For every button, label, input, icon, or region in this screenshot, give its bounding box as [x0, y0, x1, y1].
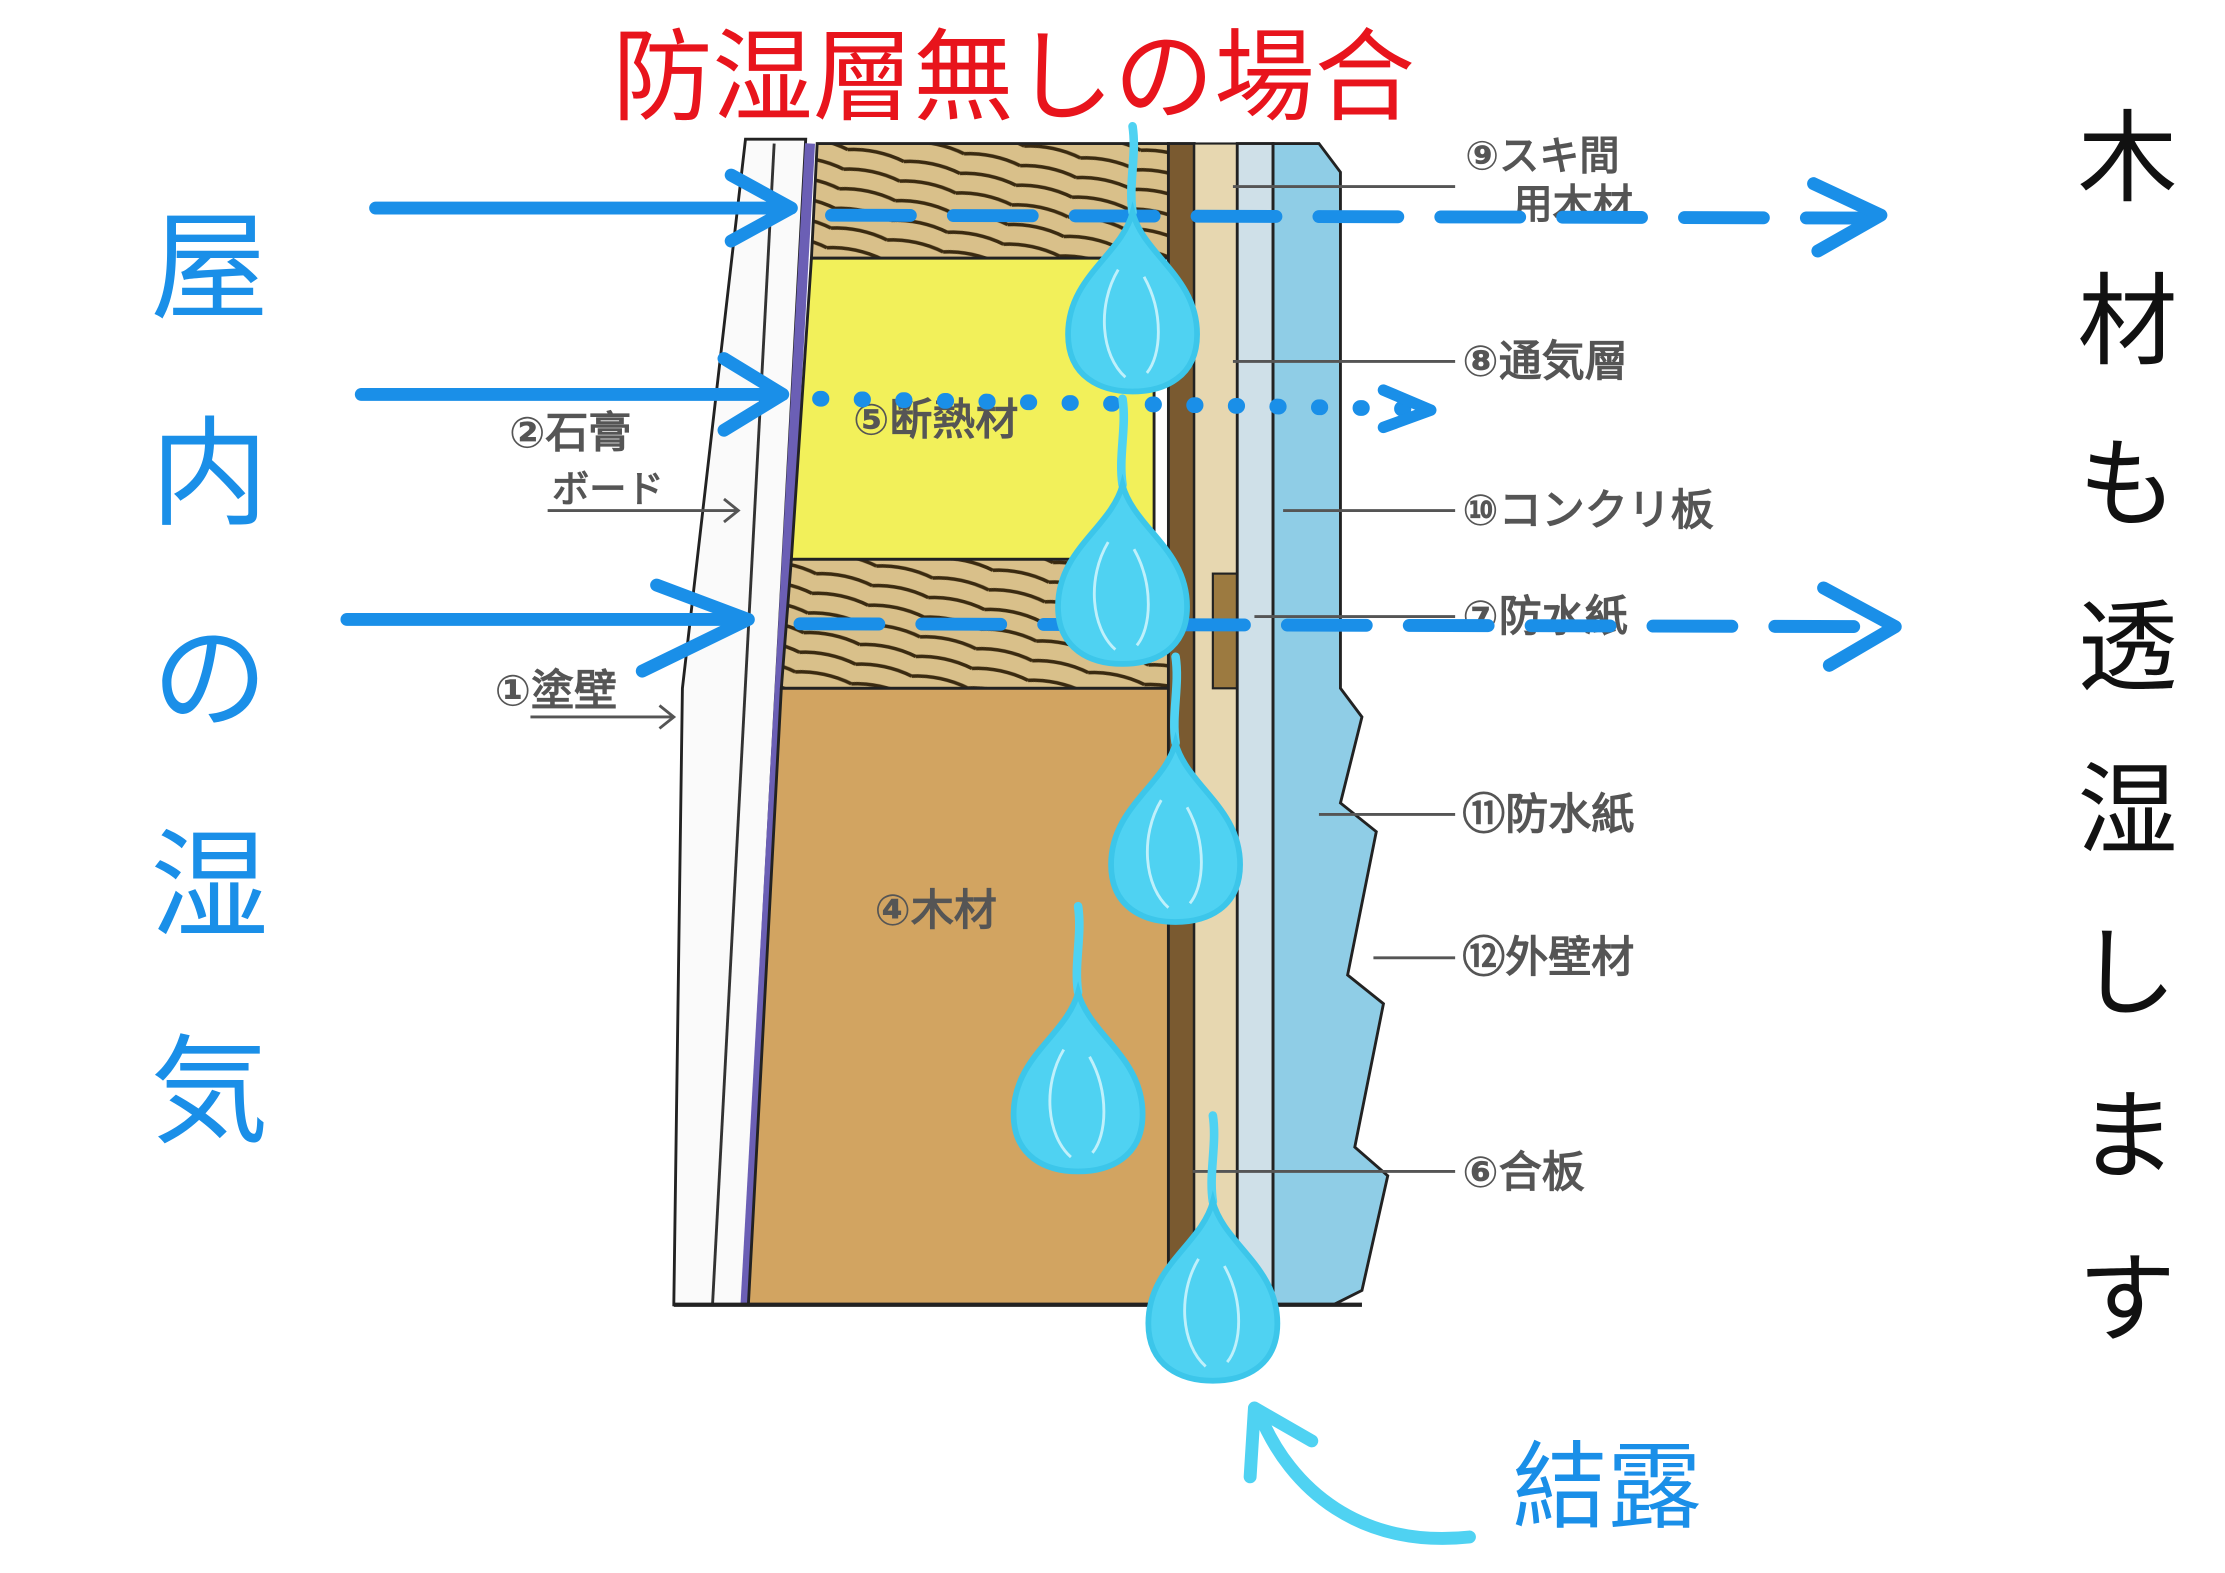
vapor-dotted-arrowhead-middle	[1377, 384, 1437, 434]
label-waterproof-paper-7: ⑦防水紙	[1462, 592, 1627, 642]
diagram-title: 防湿層無しの場合	[612, 19, 1415, 136]
label-plywood: ⑥合板	[1462, 1148, 1584, 1198]
label-exterior-wall: ⑫外壁材	[1462, 933, 1634, 983]
leader-lines	[530, 185, 1456, 1173]
exterior-siding	[1271, 142, 1390, 1307]
vapor-line-purple	[740, 143, 816, 1306]
label-plaster: ①塗壁	[495, 666, 617, 716]
wood-stud	[746, 686, 1170, 1307]
vapor-dashed-arrowhead-top	[1807, 177, 1888, 258]
label-gypsum-board: ボード	[552, 467, 664, 511]
layer-labels: ②石膏 ボード ①塗壁 ⑤断熱材 ④木材 ⑨スキ間 用木材 ⑧通気層 ⑩コンクリ…	[495, 133, 1714, 1198]
indoor-moisture-label: 屋内の湿気	[130, 205, 268, 1235]
gypsum-line	[711, 143, 776, 1305]
vapor-dashed-arrow-bottom	[793, 617, 1885, 634]
label-gypsum: ②石膏	[509, 408, 631, 458]
moisture-arrow-3	[340, 578, 755, 678]
label-concrete-board: ⑩コンクリ板	[1462, 486, 1713, 536]
vapor-dashed-arrow-top	[825, 208, 1871, 225]
moisture-arrow-2	[354, 352, 790, 437]
condensation-curved-arrow	[1243, 1401, 1476, 1545]
label-wood: ④木材	[875, 886, 997, 936]
label-waterproof-paper-11: ⑪防水紙	[1462, 790, 1634, 840]
concrete-board	[1235, 142, 1275, 1307]
wood-permeable-label: 木材も透湿します	[2060, 105, 2177, 1409]
label-spacer-top: ⑨スキ間	[1465, 133, 1619, 179]
label-air-layer: ⑧通気層	[1462, 337, 1627, 387]
vapor-dotted-arrow-middle	[812, 390, 1413, 417]
vapor-dashed-arrowhead-bottom	[1817, 581, 1902, 672]
moisture-arrow-1	[369, 168, 798, 248]
condensation-label: 結露	[1512, 1433, 1701, 1543]
